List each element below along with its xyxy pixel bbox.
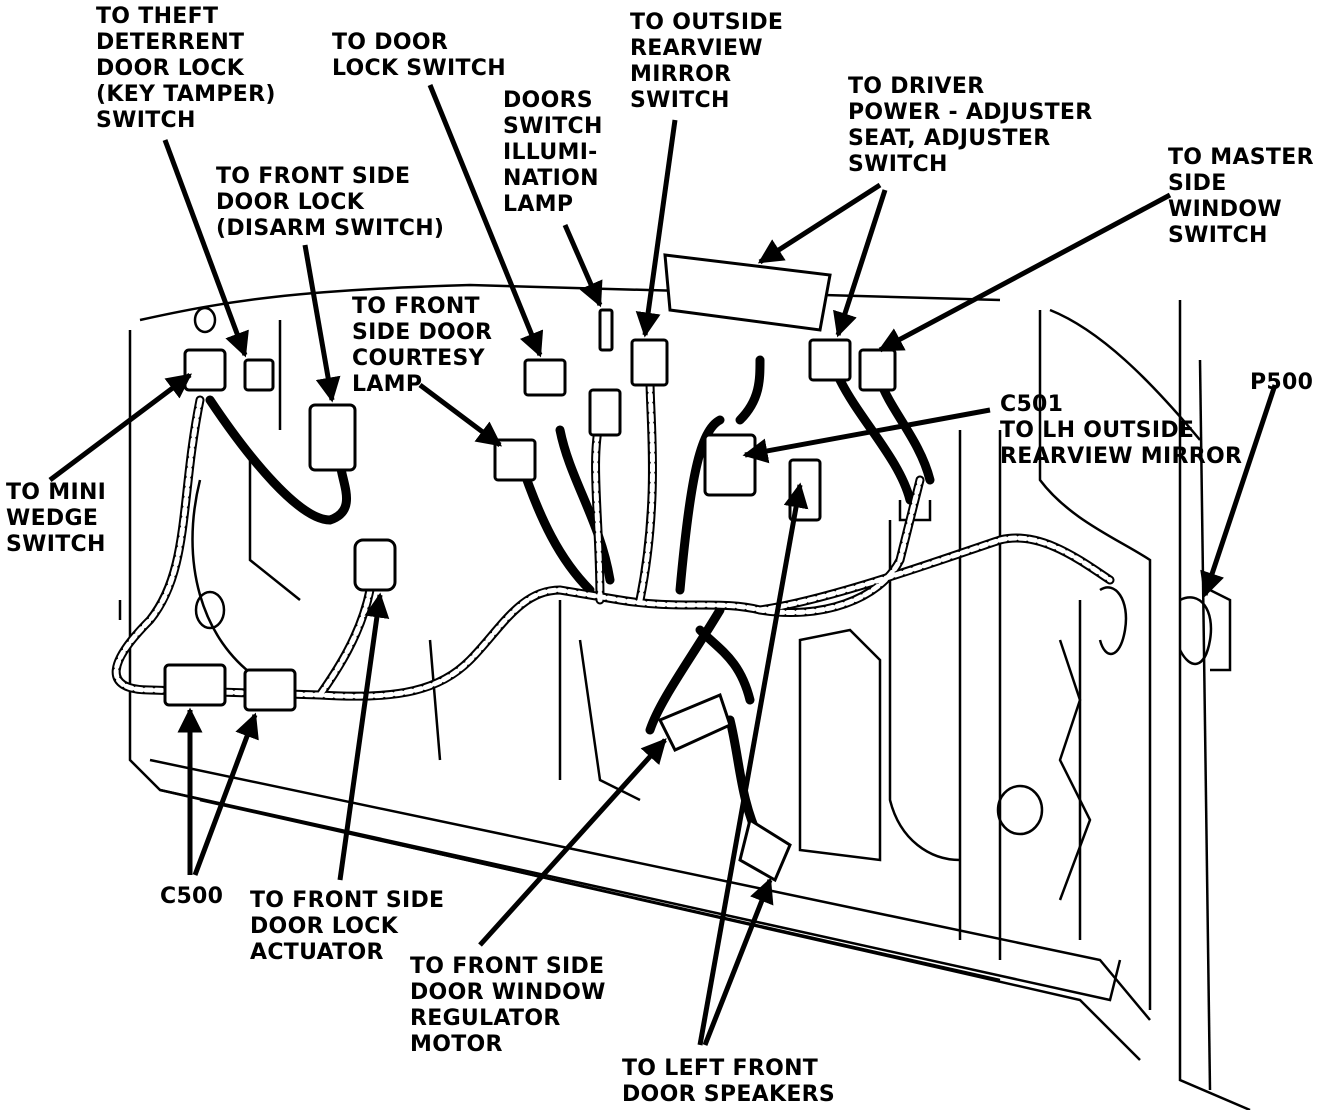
- connector-lock-actuator: [353, 538, 397, 592]
- connector-door-lock-switch: [523, 358, 567, 397]
- connector-seat-adjuster: [808, 338, 852, 382]
- leader-arrows: [48, 84, 1278, 1046]
- connector-theft-deterrent: [243, 358, 275, 392]
- connector-disarm-switch: [308, 403, 357, 472]
- connector-c501: [703, 433, 757, 497]
- connector-master-window: [858, 348, 897, 392]
- connector-courtesy-lamp: [493, 438, 537, 482]
- connector-c500-a: [163, 663, 227, 707]
- connector-speakers: [738, 817, 792, 883]
- connector-c500-b: [243, 668, 297, 712]
- connector-seat-switch: [663, 253, 832, 332]
- connectors: [163, 253, 897, 883]
- connector-illumination-lamp: [588, 388, 622, 437]
- connector-window-regulator: [657, 692, 732, 752]
- harness-inner: [113, 377, 1113, 699]
- connector-mini-wedge: [183, 348, 227, 392]
- connector-mirror-switch: [630, 338, 669, 387]
- door-panel-outline: [118, 283, 1251, 1110]
- connector-lamp-bulb: [598, 308, 614, 352]
- label-c500: C500: [160, 884, 224, 909]
- label-p500: P500: [1250, 370, 1314, 395]
